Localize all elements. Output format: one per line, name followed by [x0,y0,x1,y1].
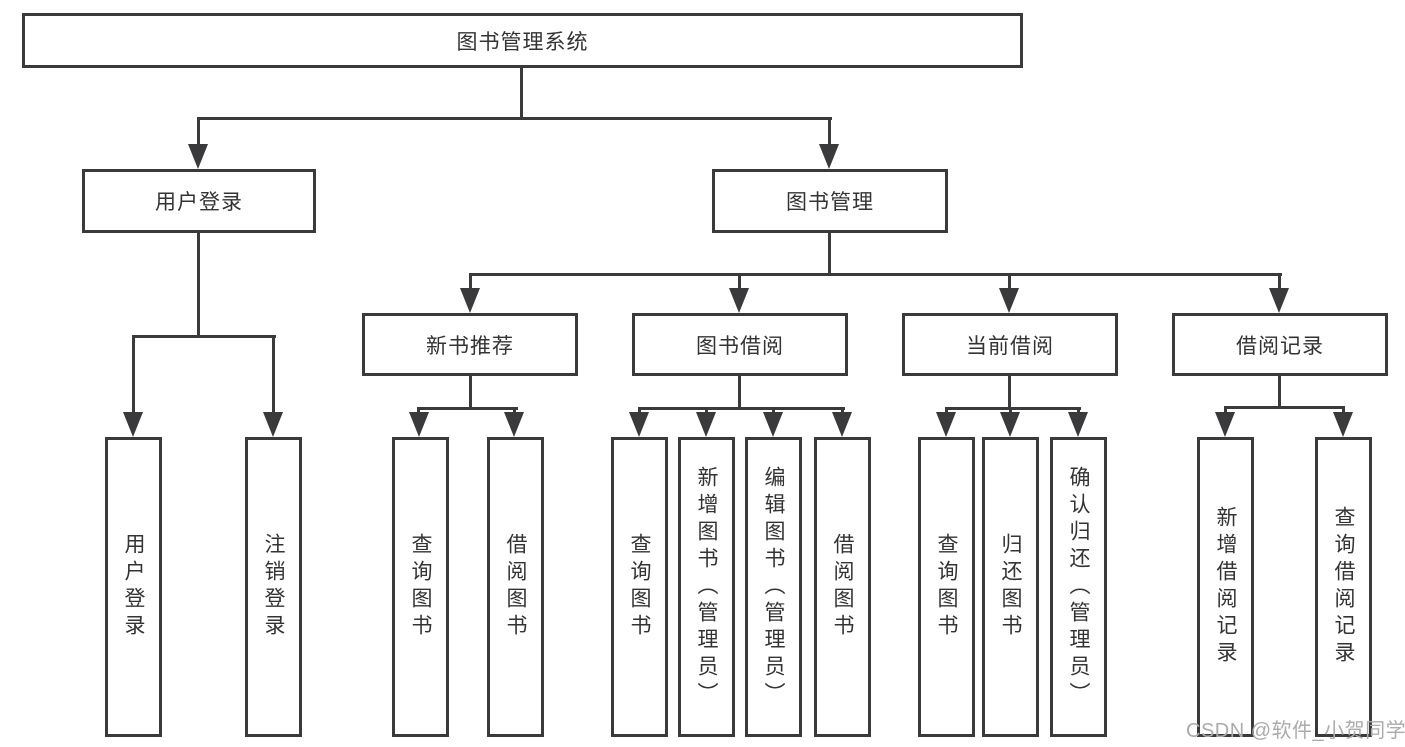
arrowhead-br-query-icon [1333,412,1353,437]
edge-borrow-records-stem [1278,374,1281,408]
leaf-bb-edit-books-admin: 编辑图书（管理员） [745,437,802,737]
edge-to-bb-query [638,407,641,415]
node-new-books: 新书推荐 [362,313,578,376]
edge-root-stem [520,66,523,120]
arrowhead-user-login-icon [188,144,208,169]
edge-to-new-books [469,273,472,291]
edge-to-bb-edit [772,407,775,415]
leaf-cb-query-books: 查询图书 [918,437,975,737]
arrowhead-borrow-records-icon [1269,288,1289,313]
leaf-bb-query-books-label: 查询图书 [628,533,652,641]
leaf-br-query-record: 查询借阅记录 [1315,437,1372,737]
leaf-br-query-record-label: 查询借阅记录 [1332,506,1356,668]
edge-user-login-split [132,335,276,338]
edge-book-management-stem [828,231,831,276]
edge-current-borrow-stem [1008,374,1011,409]
leaf-logout: 注销登录 [245,437,302,737]
leaf-cb-return-books-label: 归还图书 [999,533,1023,641]
arrowhead-cb-confirm-icon [1068,412,1088,437]
leaf-nb-query-books-label: 查询图书 [409,533,433,641]
arrowhead-book-management-icon [819,144,839,169]
edge-level3-split [469,273,1282,276]
edge-new-books-split [417,407,518,410]
node-book-borrow-label: 图书借阅 [696,334,784,358]
arrowhead-bb-edit-icon [763,412,783,437]
edge-to-cb-query [945,407,948,415]
leaf-nb-borrow-books-label: 借阅图书 [504,533,528,641]
edge-to-nb-borrow [513,407,516,415]
leaf-cb-query-books-label: 查询图书 [935,533,959,641]
edge-to-cb-confirm [1077,407,1080,415]
arrowhead-leaf-logout-icon [263,412,283,437]
node-current-borrow: 当前借阅 [902,313,1118,376]
arrowhead-br-add-icon [1215,412,1235,437]
node-new-books-label: 新书推荐 [426,334,514,358]
node-book-management: 图书管理 [712,169,948,233]
leaf-bb-query-books: 查询图书 [611,437,668,737]
edge-to-br-query [1342,406,1345,415]
arrowhead-current-borrow-icon [999,288,1019,313]
leaf-bb-add-books-admin: 新增图书（管理员） [678,437,735,737]
arrowhead-nb-query-icon [409,412,429,437]
edge-current-borrow-split [945,407,1081,410]
edge-to-bb-add [705,407,708,415]
leaf-bb-add-books-admin-label: 新增图书（管理员） [695,465,719,709]
node-current-borrow-label: 当前借阅 [966,334,1054,358]
node-root-label: 图书管理系统 [456,30,589,54]
arrowhead-bb-borrow-icon [832,412,852,437]
node-user-login: 用户登录 [82,169,316,233]
arrowhead-nb-borrow-icon [504,412,524,437]
edge-level2-split [197,117,832,120]
edge-book-borrow-stem [738,374,741,409]
edge-to-borrow-records [1278,273,1281,291]
edge-to-leaf-login [132,335,135,415]
edge-to-br-add [1224,406,1227,415]
node-borrow-records-label: 借阅记录 [1236,334,1324,358]
edge-borrow-records-split [1224,406,1345,409]
leaf-br-add-record-label: 新增借阅记录 [1214,506,1238,668]
node-borrow-records: 借阅记录 [1172,313,1388,376]
arrowhead-leaf-login-icon [123,412,143,437]
edge-new-books-stem [469,374,472,409]
edge-user-login-stem [197,231,200,338]
edge-book-borrow-split [638,407,845,410]
edge-to-cb-return [1009,407,1012,415]
leaf-br-add-record: 新增借阅记录 [1197,437,1254,737]
leaf-user-login: 用户登录 [105,437,162,737]
leaf-logout-label: 注销登录 [262,533,286,641]
edge-to-book-borrow [738,273,741,291]
leaf-cb-confirm-return-admin-label: 确认归还（管理员） [1067,465,1091,709]
node-user-login-label: 用户登录 [155,191,243,214]
edge-to-book-management [828,117,831,147]
leaf-bb-borrow-books: 借阅图书 [814,437,871,737]
node-book-borrow: 图书借阅 [632,313,848,376]
leaf-nb-borrow-books: 借阅图书 [487,437,544,737]
arrowhead-bb-add-icon [696,412,716,437]
arrowhead-cb-return-icon [1000,412,1020,437]
arrowhead-book-borrow-icon [729,288,749,313]
edge-to-bb-borrow [841,407,844,415]
edge-to-user-login [197,117,200,147]
csdn-watermark: CSDN @软件_小贺同学 [1186,720,1405,742]
node-book-management-label: 图书管理 [786,191,874,214]
leaf-bb-borrow-books-label: 借阅图书 [831,533,855,641]
leaf-cb-return-books: 归还图书 [982,437,1039,737]
edge-to-nb-query [417,407,420,415]
edge-to-current-borrow [1008,273,1011,291]
edge-to-leaf-logout [272,335,275,415]
leaf-nb-query-books: 查询图书 [392,437,449,737]
arrowhead-cb-query-icon [936,412,956,437]
node-root-library-system: 图书管理系统 [22,13,1023,68]
arrowhead-new-books-icon [460,288,480,313]
leaf-user-login-label: 用户登录 [122,533,146,641]
arrowhead-bb-query-icon [629,412,649,437]
leaf-bb-edit-books-admin-label: 编辑图书（管理员） [762,465,786,709]
leaf-cb-confirm-return-admin: 确认归还（管理员） [1050,437,1107,737]
